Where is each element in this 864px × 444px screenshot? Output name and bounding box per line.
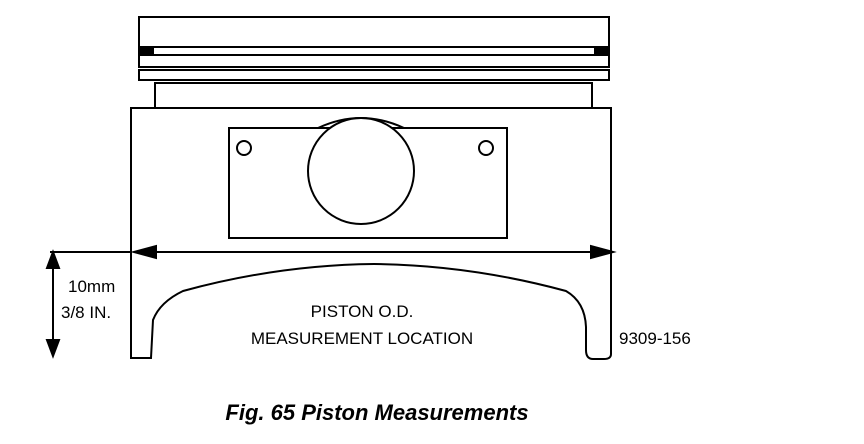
offset-arrow-down: [45, 339, 61, 359]
piston-pin-circle: [307, 117, 415, 225]
piston-crown: [138, 16, 610, 109]
ring-2: [138, 69, 610, 81]
measurement-label-line2: MEASUREMENT LOCATION: [251, 329, 473, 348]
piston-pin-boss: [228, 117, 508, 239]
measurement-label-line1: PISTON O.D.: [311, 302, 414, 321]
lock-hole-right: [478, 140, 494, 156]
ring-gap-right: [594, 46, 610, 56]
od-arrow-left: [130, 244, 157, 260]
ring-1: [138, 54, 610, 68]
lock-hole-left: [236, 140, 252, 156]
piston-skirt: [130, 107, 612, 360]
reference-number: 9309-156: [619, 329, 691, 348]
pin-boss-rim: [317, 117, 405, 129]
offset-arrow-up: [45, 249, 61, 269]
skirt-outline: [130, 107, 612, 360]
ring-gap-left: [138, 46, 154, 56]
od-arrow-right: [590, 244, 617, 260]
top-land: [138, 16, 610, 48]
offset-imperial-label: 3/8 IN.: [61, 303, 111, 322]
oil-ring-land: [154, 82, 593, 109]
measurement-indicators: [45, 244, 617, 359]
offset-metric-label: 10mm: [68, 277, 115, 296]
figure-caption: Fig. 65 Piston Measurements: [225, 400, 528, 425]
